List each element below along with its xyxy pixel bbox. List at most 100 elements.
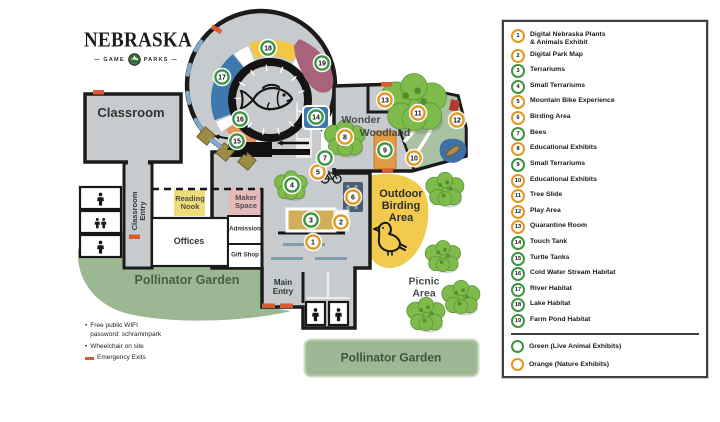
svg-text:6: 6 [351, 195, 355, 202]
svg-text:13: 13 [381, 98, 389, 105]
emergency-note: Emergency Exits [97, 354, 146, 362]
map-notes: • Free public WIFI password: schrammpark… [85, 322, 245, 366]
legend-label: Mountain Bike Experience [530, 97, 615, 105]
tree-icon [406, 296, 446, 333]
legend-badge-4: 4 [511, 79, 525, 94]
map-marker-11: 11 [408, 103, 428, 123]
legend-badge-9: 9 [511, 157, 525, 172]
legend-label: Cold Water Stream Habitat [530, 269, 616, 277]
map-marker-15: 15 [227, 131, 247, 151]
legend-item-4: 4 Small Terrariums [511, 79, 699, 94]
window-dash [185, 62, 192, 77]
wifi-note-line2: password: schrammpark [90, 330, 162, 338]
legend-badge-17: 17 [511, 282, 525, 297]
tree-icon [441, 279, 481, 316]
ring-tick [291, 75, 297, 82]
outdoor-birding-area-shape [368, 173, 429, 269]
svg-text:9: 9 [383, 148, 387, 155]
restroom-single [304, 300, 327, 327]
ring-tick [250, 69, 255, 77]
legend-key-green: Green (Live Animal Exhibits) [511, 340, 699, 353]
svg-text:7: 7 [323, 156, 327, 163]
map-marker-16: 16 [230, 109, 250, 129]
map-marker-7: 7 [315, 148, 335, 168]
legend-label: Small Terrariums [530, 159, 586, 167]
ring-tick [276, 127, 280, 135]
legend-label: Educational Exhibits [530, 144, 597, 152]
legend-badge-15: 15 [511, 251, 525, 266]
bench-icon [448, 99, 460, 112]
window-dash [193, 39, 204, 53]
orange-circle-icon [511, 358, 524, 371]
legend-label: River Habitat [530, 284, 572, 292]
svg-text:3: 3 [309, 218, 313, 225]
wifi-note-line1: Free public WIFI [90, 322, 138, 329]
map-marker-17: 17 [212, 67, 232, 87]
classroom-room [83, 92, 183, 164]
kiosk-dot [354, 185, 358, 188]
legend-badge-3: 3 [511, 64, 525, 79]
window-dash [209, 137, 222, 149]
legend-label: Small Terrariums [530, 81, 586, 89]
map-marker-10: 10 [404, 148, 424, 168]
fish-icon [239, 83, 294, 111]
pollinator-garden-banner-shape [303, 338, 480, 378]
emergency-exit-swatch-icon [85, 357, 94, 360]
map-marker-6: 6 [343, 187, 363, 207]
legend-badge-6: 6 [511, 111, 525, 126]
legend-panel: 1 Digital Nebraska Plants & Animals Exhib… [502, 20, 708, 378]
legend-badge-12: 12 [511, 204, 525, 219]
legend-badge-8: 8 [511, 142, 525, 157]
map-marker-9: 9 [375, 140, 395, 160]
note-wifi: • Free public WIFI password: schrammpark [85, 322, 245, 340]
svg-text:11: 11 [414, 111, 422, 118]
svg-text:4: 4 [290, 183, 294, 190]
emergency-exit-mark [382, 168, 393, 173]
legend-badge-13: 13 [511, 220, 525, 235]
legend-key-label: Green (Live Animal Exhibits) [529, 343, 622, 350]
legend-label: Quarantine Room [530, 222, 588, 230]
logo-title: NEBRASKA [84, 28, 192, 52]
ring-tick [247, 122, 253, 129]
map-marker-3: 3 [301, 210, 321, 230]
maker-space-room [228, 188, 264, 216]
emergency-exit-mark [381, 82, 392, 87]
map-marker-18: 18 [258, 38, 278, 58]
game-parks-emblem-icon [127, 53, 141, 66]
boat-icon [445, 145, 461, 157]
legend-badge-14: 14 [511, 235, 525, 250]
digital-exhibit-bars [271, 243, 347, 260]
legend-label: Educational Exhibits [530, 175, 597, 183]
kiosk-dot [346, 206, 350, 209]
window-dash [193, 117, 204, 131]
tree-icon [425, 171, 465, 208]
legend-label: Bees [530, 128, 547, 136]
logo-parks-text: PARKS — [143, 56, 178, 63]
floor-guides [307, 272, 350, 300]
bird-icon [373, 221, 407, 256]
legend-badge-2: 2 [511, 48, 525, 63]
ring-tick [288, 121, 295, 127]
note-emergency-exits: Emergency Exits [85, 354, 245, 363]
bullet-icon: • [85, 322, 88, 329]
legend-item-2: 2 Digital Park Map [511, 48, 699, 63]
legend-label: Touch Tank [530, 237, 568, 245]
svg-text:18: 18 [264, 46, 272, 53]
legend-badge-11: 11 [511, 189, 525, 204]
emergency-exit-mark [129, 234, 140, 239]
admission-room [227, 215, 263, 245]
svg-text:19: 19 [318, 61, 326, 68]
wall-bar [262, 149, 310, 155]
arrow-icon [277, 140, 309, 146]
svg-text:1: 1 [311, 240, 315, 247]
legend-label: Digital Nebraska Plants & Animals Exhibi… [530, 31, 606, 47]
logo-game-text: — GAME [93, 56, 125, 63]
legend-label: Turtle Tanks [530, 253, 570, 261]
legend-label: Digital Park Map [530, 50, 583, 58]
legend-badge-1: 1 [511, 29, 525, 43]
